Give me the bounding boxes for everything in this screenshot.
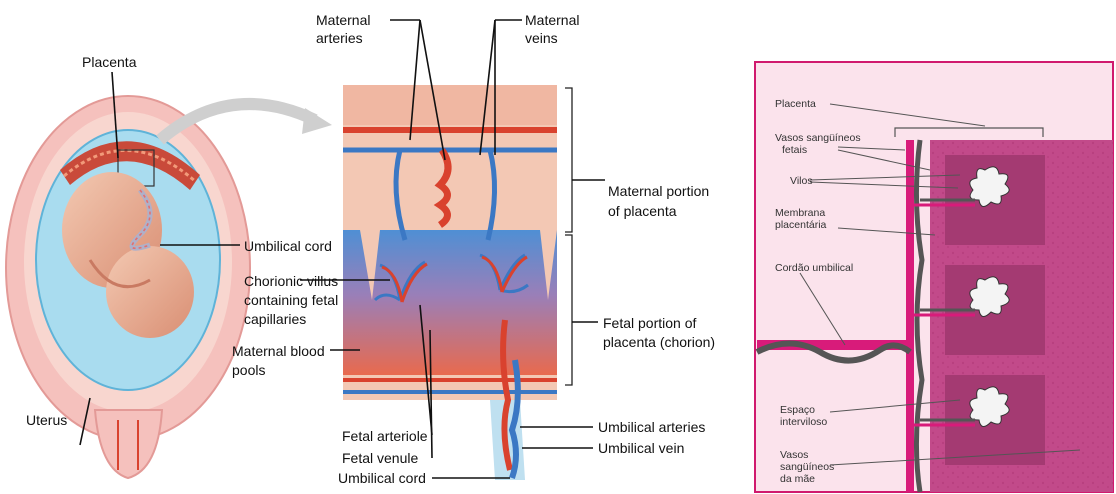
label-pt-vasos-mae-1: Vasos	[780, 449, 808, 461]
label-umbilical-cord-bottom: Umbilical cord	[338, 470, 426, 487]
label-umbilical-vein: Umbilical vein	[598, 440, 684, 457]
label-fetal-portion-2: placenta (chorion)	[603, 334, 715, 351]
label-maternal-arteries-2: arteries	[316, 30, 363, 47]
label-pt-vasos-mae-3: da mãe	[780, 473, 815, 485]
label-maternal-portion-2: of placenta	[608, 203, 677, 220]
label-pt-placenta: Placenta	[775, 98, 816, 110]
placenta-section	[343, 85, 572, 480]
label-chorionic-1: Chorionic villus	[244, 273, 338, 290]
label-pt-membrana-2: placentária	[775, 219, 826, 231]
label-umbilical-cord-left: Umbilical cord	[244, 238, 332, 255]
label-fetal-venule: Fetal venule	[342, 450, 418, 467]
label-pt-membrana-1: Membrana	[775, 207, 825, 219]
label-maternal-pools-2: pools	[232, 362, 265, 379]
label-chorionic-3: capillaries	[244, 311, 306, 328]
label-pt-vasos-fetais-2: fetais	[782, 144, 807, 156]
label-chorionic-2: containing fetal	[244, 292, 338, 309]
label-placenta: Placenta	[82, 54, 136, 71]
label-pt-espaco-2: interviloso	[780, 416, 827, 428]
label-maternal-veins-2: veins	[525, 30, 558, 47]
label-uterus: Uterus	[26, 412, 67, 429]
label-pt-vasos-fetais-1: Vasos sangüíneos	[775, 132, 861, 144]
label-maternal-veins-1: Maternal	[525, 12, 579, 29]
label-pt-espaco-1: Espaço	[780, 404, 815, 416]
label-pt-vasos-mae-2: sangüíneos	[780, 461, 834, 473]
label-maternal-arteries-1: Maternal	[316, 12, 370, 29]
label-fetal-arteriole: Fetal arteriole	[342, 428, 428, 445]
label-umbilical-arteries: Umbilical arteries	[598, 419, 705, 436]
label-fetal-portion-1: Fetal portion of	[603, 315, 696, 332]
label-pt-cordao: Cordão umbilical	[775, 262, 853, 274]
label-maternal-pools-1: Maternal blood	[232, 343, 325, 360]
label-pt-vilos: Vilos	[790, 175, 813, 187]
label-maternal-portion-1: Maternal portion	[608, 183, 709, 200]
